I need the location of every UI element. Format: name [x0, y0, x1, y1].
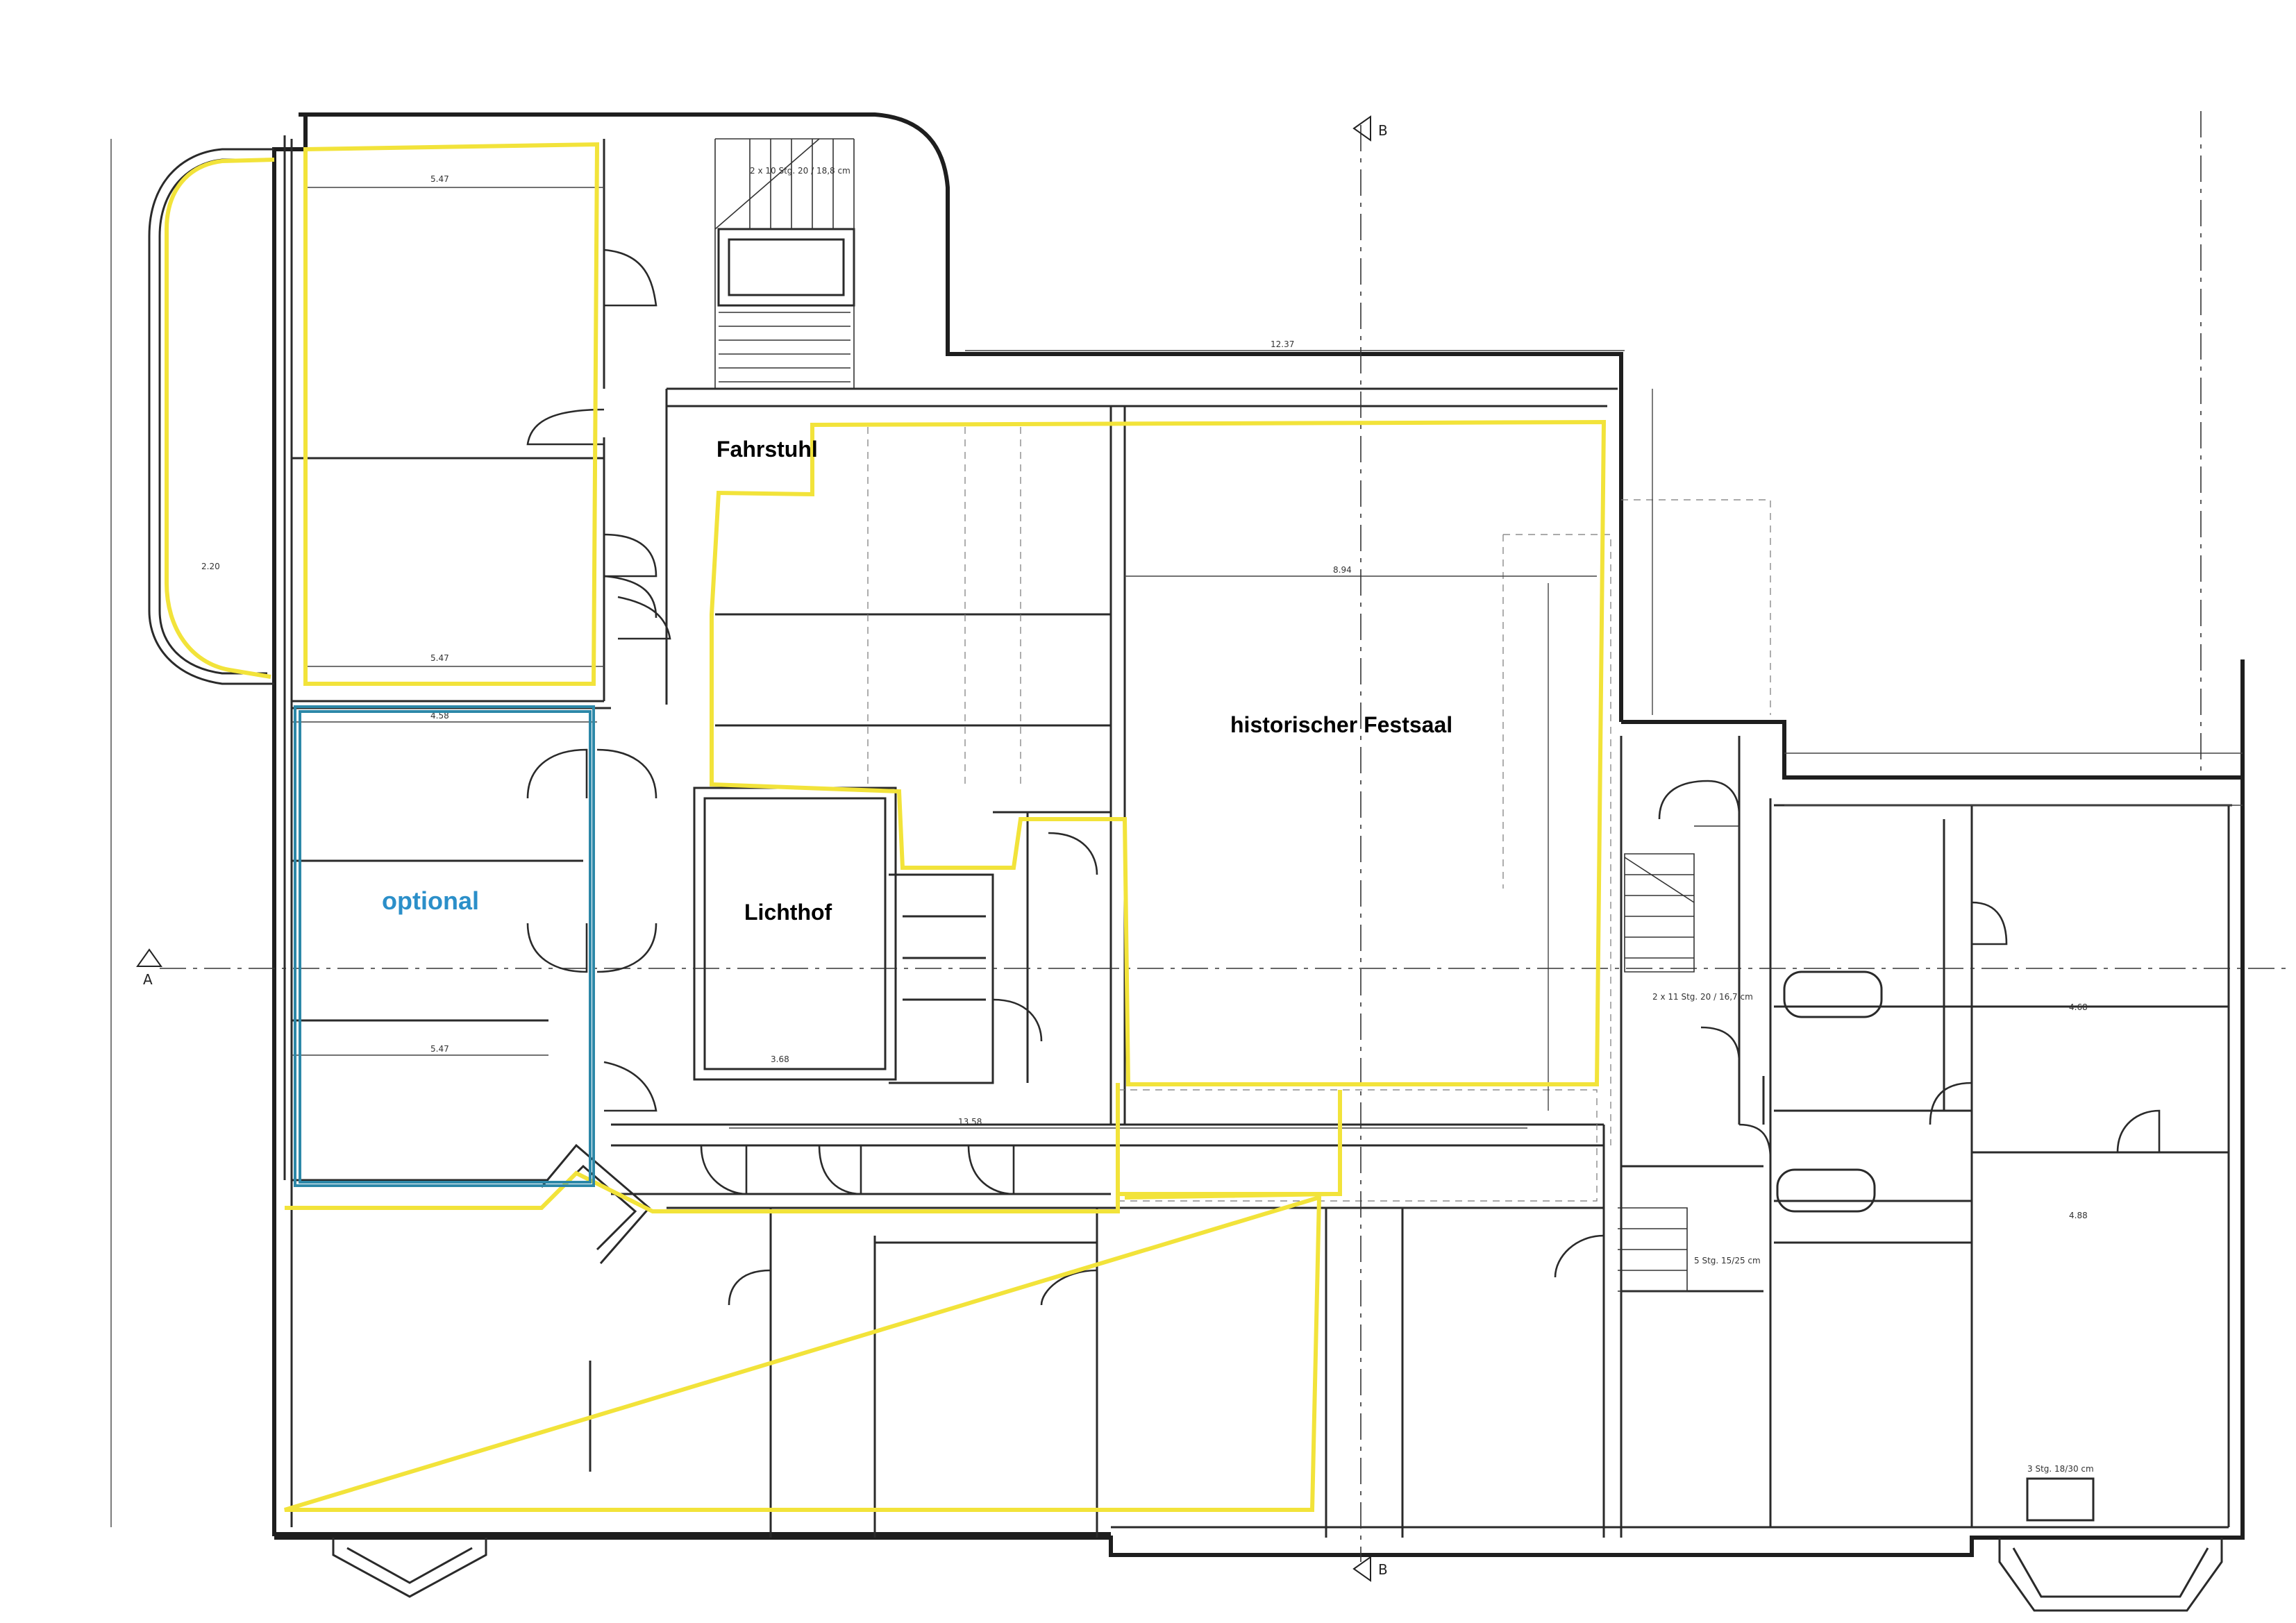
- section-mark-b-top: B: [1378, 122, 1388, 139]
- dim-east-room-2: 4.88: [2069, 1211, 2088, 1220]
- dim-left-column: 2.20: [201, 562, 220, 571]
- interior-walls: [292, 139, 1618, 1598]
- room-label-lichthof: Lichthof: [744, 900, 832, 925]
- dim-corridor-length: 13.58: [958, 1117, 982, 1127]
- section-mark-a: A: [143, 971, 153, 988]
- top-stair-note: 2 x 10 Stg. 20 / 18,8 cm: [750, 166, 850, 176]
- room-label-festsaal: historischer Festsaal: [1230, 712, 1452, 737]
- optional-area: [294, 705, 595, 1187]
- top-stairwell: 2 x 10 Stg. 20 / 18,8 cm: [714, 138, 855, 389]
- optional-room-doors: [417, 748, 657, 1112]
- dim-east-room: 4.68: [2069, 1002, 2088, 1012]
- outer-walls: [272, 112, 2245, 1557]
- section-axes: A B B: [136, 111, 2291, 1582]
- room-label-optional: optional: [382, 886, 479, 915]
- dim-lichthof: 3.68: [771, 1054, 789, 1064]
- section-mark-b-bottom: B: [1378, 1561, 1388, 1578]
- yellow-highlights: [165, 142, 1607, 1512]
- dim-optional-room: 4.58: [430, 711, 449, 721]
- stair-note-2: 5 Stg. 15/25 cm: [1694, 1256, 1761, 1265]
- dim-festsaal-length: 8.94: [1333, 565, 1352, 575]
- dim-optional-room-bottom: 5.47: [430, 1044, 449, 1054]
- stair-note-1: 2 x 11 Stg. 20 / 16,7 cm: [1652, 992, 1753, 1002]
- dim-top-left-room: 5.47: [430, 174, 449, 184]
- dimension-lines: 5.47 5.47 4.58 5.47 2.20 8.94 12.37 13.5…: [110, 139, 2243, 1527]
- dim-festsaal-width: 12.37: [1271, 339, 1294, 349]
- stair-note-3: 3 Stg. 18/30 cm: [2027, 1464, 2094, 1474]
- east-wing: 3 Stg. 18/30 cm 2 x 11 Stg. 20 / 16,7 cm…: [1618, 736, 2229, 1612]
- dim-top-left-room-bottom: 5.47: [430, 653, 449, 663]
- hatched-areas: [867, 427, 1771, 1202]
- room-label-fahrstuhl: Fahrstuhl: [717, 437, 818, 462]
